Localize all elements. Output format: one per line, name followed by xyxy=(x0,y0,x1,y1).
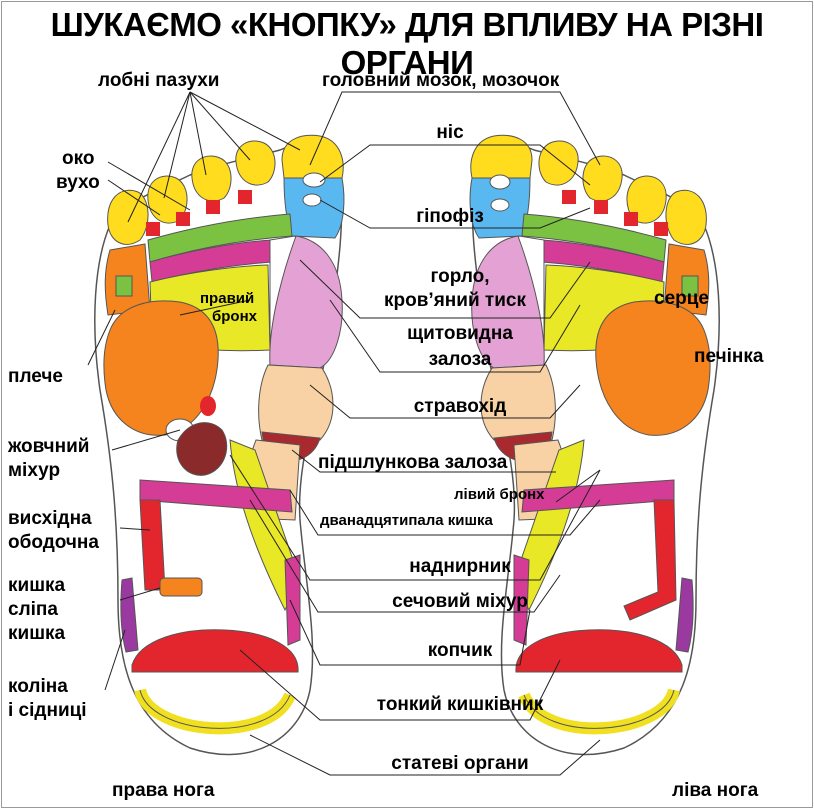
label-frontal-sinuses: лобні пазухи xyxy=(98,70,220,92)
label-ascending-colon-1: висхідна xyxy=(8,508,92,530)
label-genitals: статеві органи xyxy=(340,753,580,775)
right-shoulder-square xyxy=(116,276,132,296)
right-nose-spot xyxy=(303,173,325,187)
left-toe-3 xyxy=(583,156,622,201)
right-esophagus-zone xyxy=(259,365,333,440)
left-toe-base-2 xyxy=(624,212,638,226)
label-thyroid-2: залоза xyxy=(360,349,560,371)
label-right-bronchus-1: правий xyxy=(200,290,254,307)
right-toe-base-3 xyxy=(206,200,220,214)
label-pancreas: підшлункова залоза xyxy=(318,452,507,474)
label-left-bronchus: лівий бронх xyxy=(454,486,545,503)
left-toe-5 xyxy=(666,190,706,244)
label-duodenum: дванадцятипала кишка xyxy=(320,512,493,529)
label-left-foot: ліва нога xyxy=(672,780,758,802)
right-toe-5 xyxy=(108,190,148,244)
label-eye: око xyxy=(62,148,94,170)
label-throat: горло, xyxy=(360,266,560,288)
label-right-foot: права нога xyxy=(112,780,215,802)
label-small-intestine: тонкий кишківник xyxy=(330,694,590,716)
label-knees-2: і сідниці xyxy=(8,700,87,722)
label-right-bronchus-2: бронх xyxy=(212,308,257,325)
right-toe-base-2 xyxy=(176,212,190,226)
label-bladder: сечовий міхур xyxy=(350,591,570,613)
label-brain: головний мозок, мозочок xyxy=(322,70,559,92)
right-bladder-zone xyxy=(285,555,300,645)
right-toe-base-4 xyxy=(238,190,252,204)
label-ascending-colon-2: ободочна xyxy=(8,532,99,554)
left-nose-spot xyxy=(490,175,510,189)
right-toe-base-1 xyxy=(146,222,160,236)
label-cecum-1: сліпа xyxy=(8,599,58,621)
right-adrenal-spot xyxy=(200,396,216,416)
left-toe-base-3 xyxy=(594,200,608,214)
right-toe-3 xyxy=(192,156,231,201)
label-gallbladder-2: міхур xyxy=(8,460,60,482)
label-nose: ніс xyxy=(400,122,500,144)
right-ascending-colon xyxy=(140,500,165,590)
label-pituitary: гіпофіз xyxy=(400,206,500,228)
label-esophagus: стравохід xyxy=(360,396,560,418)
label-ear: вухо xyxy=(56,172,100,194)
label-colon: кишка xyxy=(8,575,65,597)
label-liver: печінка xyxy=(694,346,763,368)
left-toe-base-1 xyxy=(654,222,668,236)
label-knees-1: коліна xyxy=(8,676,68,698)
label-thyroid-1: щитовидна xyxy=(360,323,560,345)
label-blood-pressure: кров’яний тиск xyxy=(345,290,565,312)
right-foot-drawing xyxy=(95,135,344,754)
label-coccyx: копчик xyxy=(360,640,560,662)
left-toe-base-4 xyxy=(562,190,576,204)
label-shoulder: плече xyxy=(8,366,63,388)
right-cecum xyxy=(160,578,202,596)
label-adrenal: наднирник xyxy=(360,556,560,578)
label-gallbladder-1: жовчний xyxy=(8,436,89,458)
label-heart: серце xyxy=(654,288,709,310)
right-pituitary-spot xyxy=(303,194,321,206)
label-cecum-2: кишка xyxy=(8,623,65,645)
